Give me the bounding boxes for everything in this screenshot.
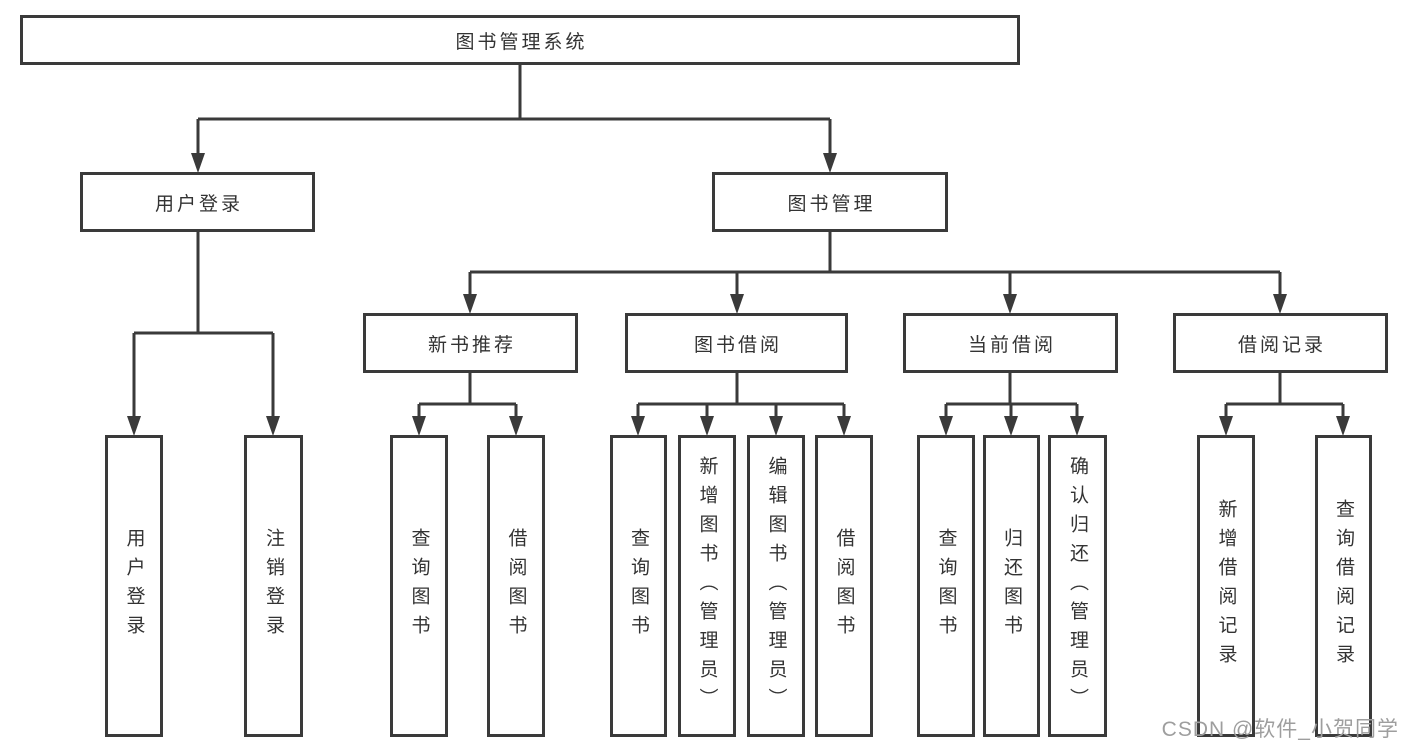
csdn-watermark: CSDN @软件_小贺同学 xyxy=(1161,718,1399,741)
node-leaf-query-books-3: 查询图书 xyxy=(917,435,975,737)
node-user-login: 用户登录 xyxy=(80,172,315,232)
node-current-borrowing: 当前借阅 xyxy=(903,313,1118,373)
node-leaf-add-book-admin: 新增图书（管理员） xyxy=(678,435,736,737)
connector-records-to-children xyxy=(1219,373,1350,436)
node-leaf-query-books-1: 查询图书 xyxy=(390,435,448,737)
node-leaf-borrow-books-2: 借阅图书 xyxy=(815,435,873,737)
connector-book-mgmt-to-level3 xyxy=(463,232,1287,314)
node-leaf-query-books-2: 查询图书 xyxy=(610,435,667,737)
node-leaf-confirm-return-admin: 确认归还（管理员） xyxy=(1048,435,1107,737)
node-leaf-edit-book-admin: 编辑图书（管理员） xyxy=(747,435,805,737)
node-leaf-logout: 注销登录 xyxy=(244,435,303,737)
node-leaf-query-borrow-record: 查询借阅记录 xyxy=(1315,435,1372,737)
node-leaf-user-login: 用户登录 xyxy=(105,435,163,737)
node-root-system: 图书管理系统 xyxy=(20,15,1020,65)
connector-root-to-level2 xyxy=(191,65,837,173)
node-leaf-borrow-books-1: 借阅图书 xyxy=(487,435,545,737)
node-leaf-add-borrow-record: 新增借阅记录 xyxy=(1197,435,1255,737)
node-new-book-recommend: 新书推荐 xyxy=(363,313,578,373)
connector-borrowing-to-children xyxy=(631,373,851,436)
node-borrowing-records: 借阅记录 xyxy=(1173,313,1388,373)
node-book-borrowing: 图书借阅 xyxy=(625,313,848,373)
connector-new-book-to-children xyxy=(412,373,523,436)
node-book-management: 图书管理 xyxy=(712,172,948,232)
connector-current-to-children xyxy=(939,373,1084,436)
node-leaf-return-book: 归还图书 xyxy=(983,435,1040,737)
connector-user-login-to-children xyxy=(127,232,280,436)
